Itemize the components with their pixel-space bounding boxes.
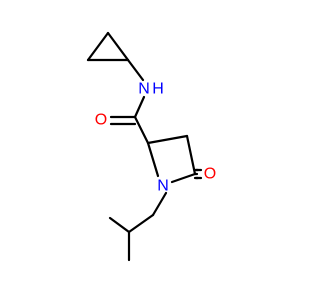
ring-c5-n1-bond [170, 172, 197, 184]
carbonyl-to-ring-c3-bond [133, 115, 150, 145]
n1-to-ch2-bond [151, 191, 168, 217]
cyclopropyl-bond-3 [106, 31, 130, 62]
ring-n1-c2-bond [146, 141, 160, 178]
ring-c4-c5-bond [185, 134, 197, 176]
lactam-n-text: N [157, 178, 169, 195]
molecule-structure: N H O N O [86, 31, 216, 262]
ch-to-ch3-a-bond [108, 216, 131, 234]
amide-n-text: N [138, 81, 150, 98]
amide-oxygen-label: O [95, 112, 107, 129]
amide-h-text: H [152, 81, 164, 98]
lactam-o-text: O [204, 166, 216, 183]
cyclopropyl-bond-2 [86, 31, 110, 62]
amide-nitrogen-label: N H [138, 81, 164, 98]
amide-o-text: O [95, 112, 107, 129]
lactam-oxygen-label: O [204, 166, 216, 183]
ch2-to-ch-bond [127, 213, 155, 234]
cyclopropyl-to-amide-n-bond [126, 58, 145, 82]
amide-n-to-carbonyl-bond [133, 95, 146, 119]
lactam-nitrogen-label: N [157, 178, 169, 195]
ring-c3-c4-bond [146, 134, 189, 145]
